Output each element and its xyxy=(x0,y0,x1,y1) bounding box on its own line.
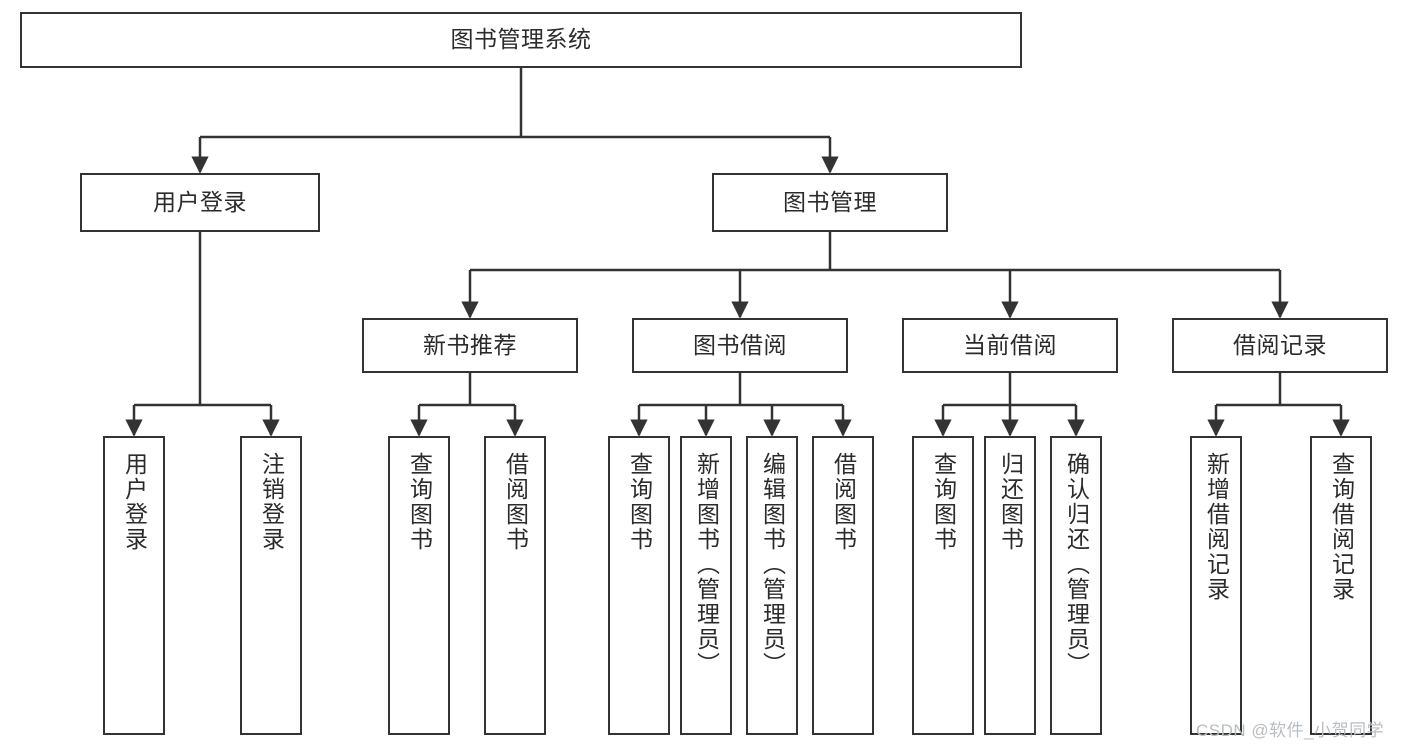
node-label: 归还图书 xyxy=(997,452,1024,552)
node-book-mgmt[interactable]: 图书管理 xyxy=(712,173,948,232)
node-label: 当前借阅 xyxy=(963,331,1057,358)
node-current-borrow[interactable]: 当前借阅 xyxy=(902,318,1118,373)
node-leaf-add-record[interactable]: 新增借阅记录 xyxy=(1190,436,1242,735)
node-borrow-record[interactable]: 借阅记录 xyxy=(1172,318,1388,373)
node-leaf-query-book-3[interactable]: 查询图书 xyxy=(912,436,974,735)
node-label: 查询借阅记录 xyxy=(1328,452,1355,602)
node-label: 借阅记录 xyxy=(1233,331,1327,358)
node-leaf-query-book-2[interactable]: 查询图书 xyxy=(608,436,670,735)
node-label: 查询图书 xyxy=(406,452,433,552)
node-label: 新书推荐 xyxy=(423,331,517,358)
node-label: 图书管理 xyxy=(783,188,877,215)
node-root[interactable]: 图书管理系统 xyxy=(20,12,1022,68)
csdn-watermark: CSDN @软件_小贺同学 xyxy=(1196,721,1385,740)
node-label: 新增图书（管理员） xyxy=(693,452,720,677)
node-leaf-borrow-book-2[interactable]: 借阅图书 xyxy=(812,436,874,735)
node-label: 编辑图书（管理员） xyxy=(759,452,786,677)
node-label: 用户登录 xyxy=(153,188,247,215)
node-label: 用户登录 xyxy=(121,452,148,552)
node-label: 借阅图书 xyxy=(830,452,857,552)
node-leaf-return-book[interactable]: 归还图书 xyxy=(984,436,1036,735)
node-leaf-add-book[interactable]: 新增图书（管理员） xyxy=(680,436,732,735)
node-label: 图书管理系统 xyxy=(450,26,592,53)
node-leaf-confirm-return[interactable]: 确认归还（管理员） xyxy=(1050,436,1102,735)
node-label: 注销登录 xyxy=(258,452,285,552)
node-leaf-borrow-book-1[interactable]: 借阅图书 xyxy=(484,436,546,735)
node-label: 新增借阅记录 xyxy=(1203,452,1230,602)
node-leaf-query-book-1[interactable]: 查询图书 xyxy=(388,436,450,735)
node-leaf-query-record[interactable]: 查询借阅记录 xyxy=(1310,436,1372,735)
node-label: 查询图书 xyxy=(626,452,653,552)
node-user-login[interactable]: 用户登录 xyxy=(80,173,320,232)
node-label: 图书借阅 xyxy=(693,331,787,358)
node-label: 借阅图书 xyxy=(502,452,529,552)
node-leaf-logout[interactable]: 注销登录 xyxy=(240,436,302,735)
node-label: 查询图书 xyxy=(930,452,957,552)
node-leaf-edit-book[interactable]: 编辑图书（管理员） xyxy=(746,436,798,735)
node-book-borrow[interactable]: 图书借阅 xyxy=(632,318,848,373)
node-new-book-rec[interactable]: 新书推荐 xyxy=(362,318,578,373)
node-label: 确认归还（管理员） xyxy=(1063,452,1090,677)
node-leaf-user-login[interactable]: 用户登录 xyxy=(103,436,165,735)
